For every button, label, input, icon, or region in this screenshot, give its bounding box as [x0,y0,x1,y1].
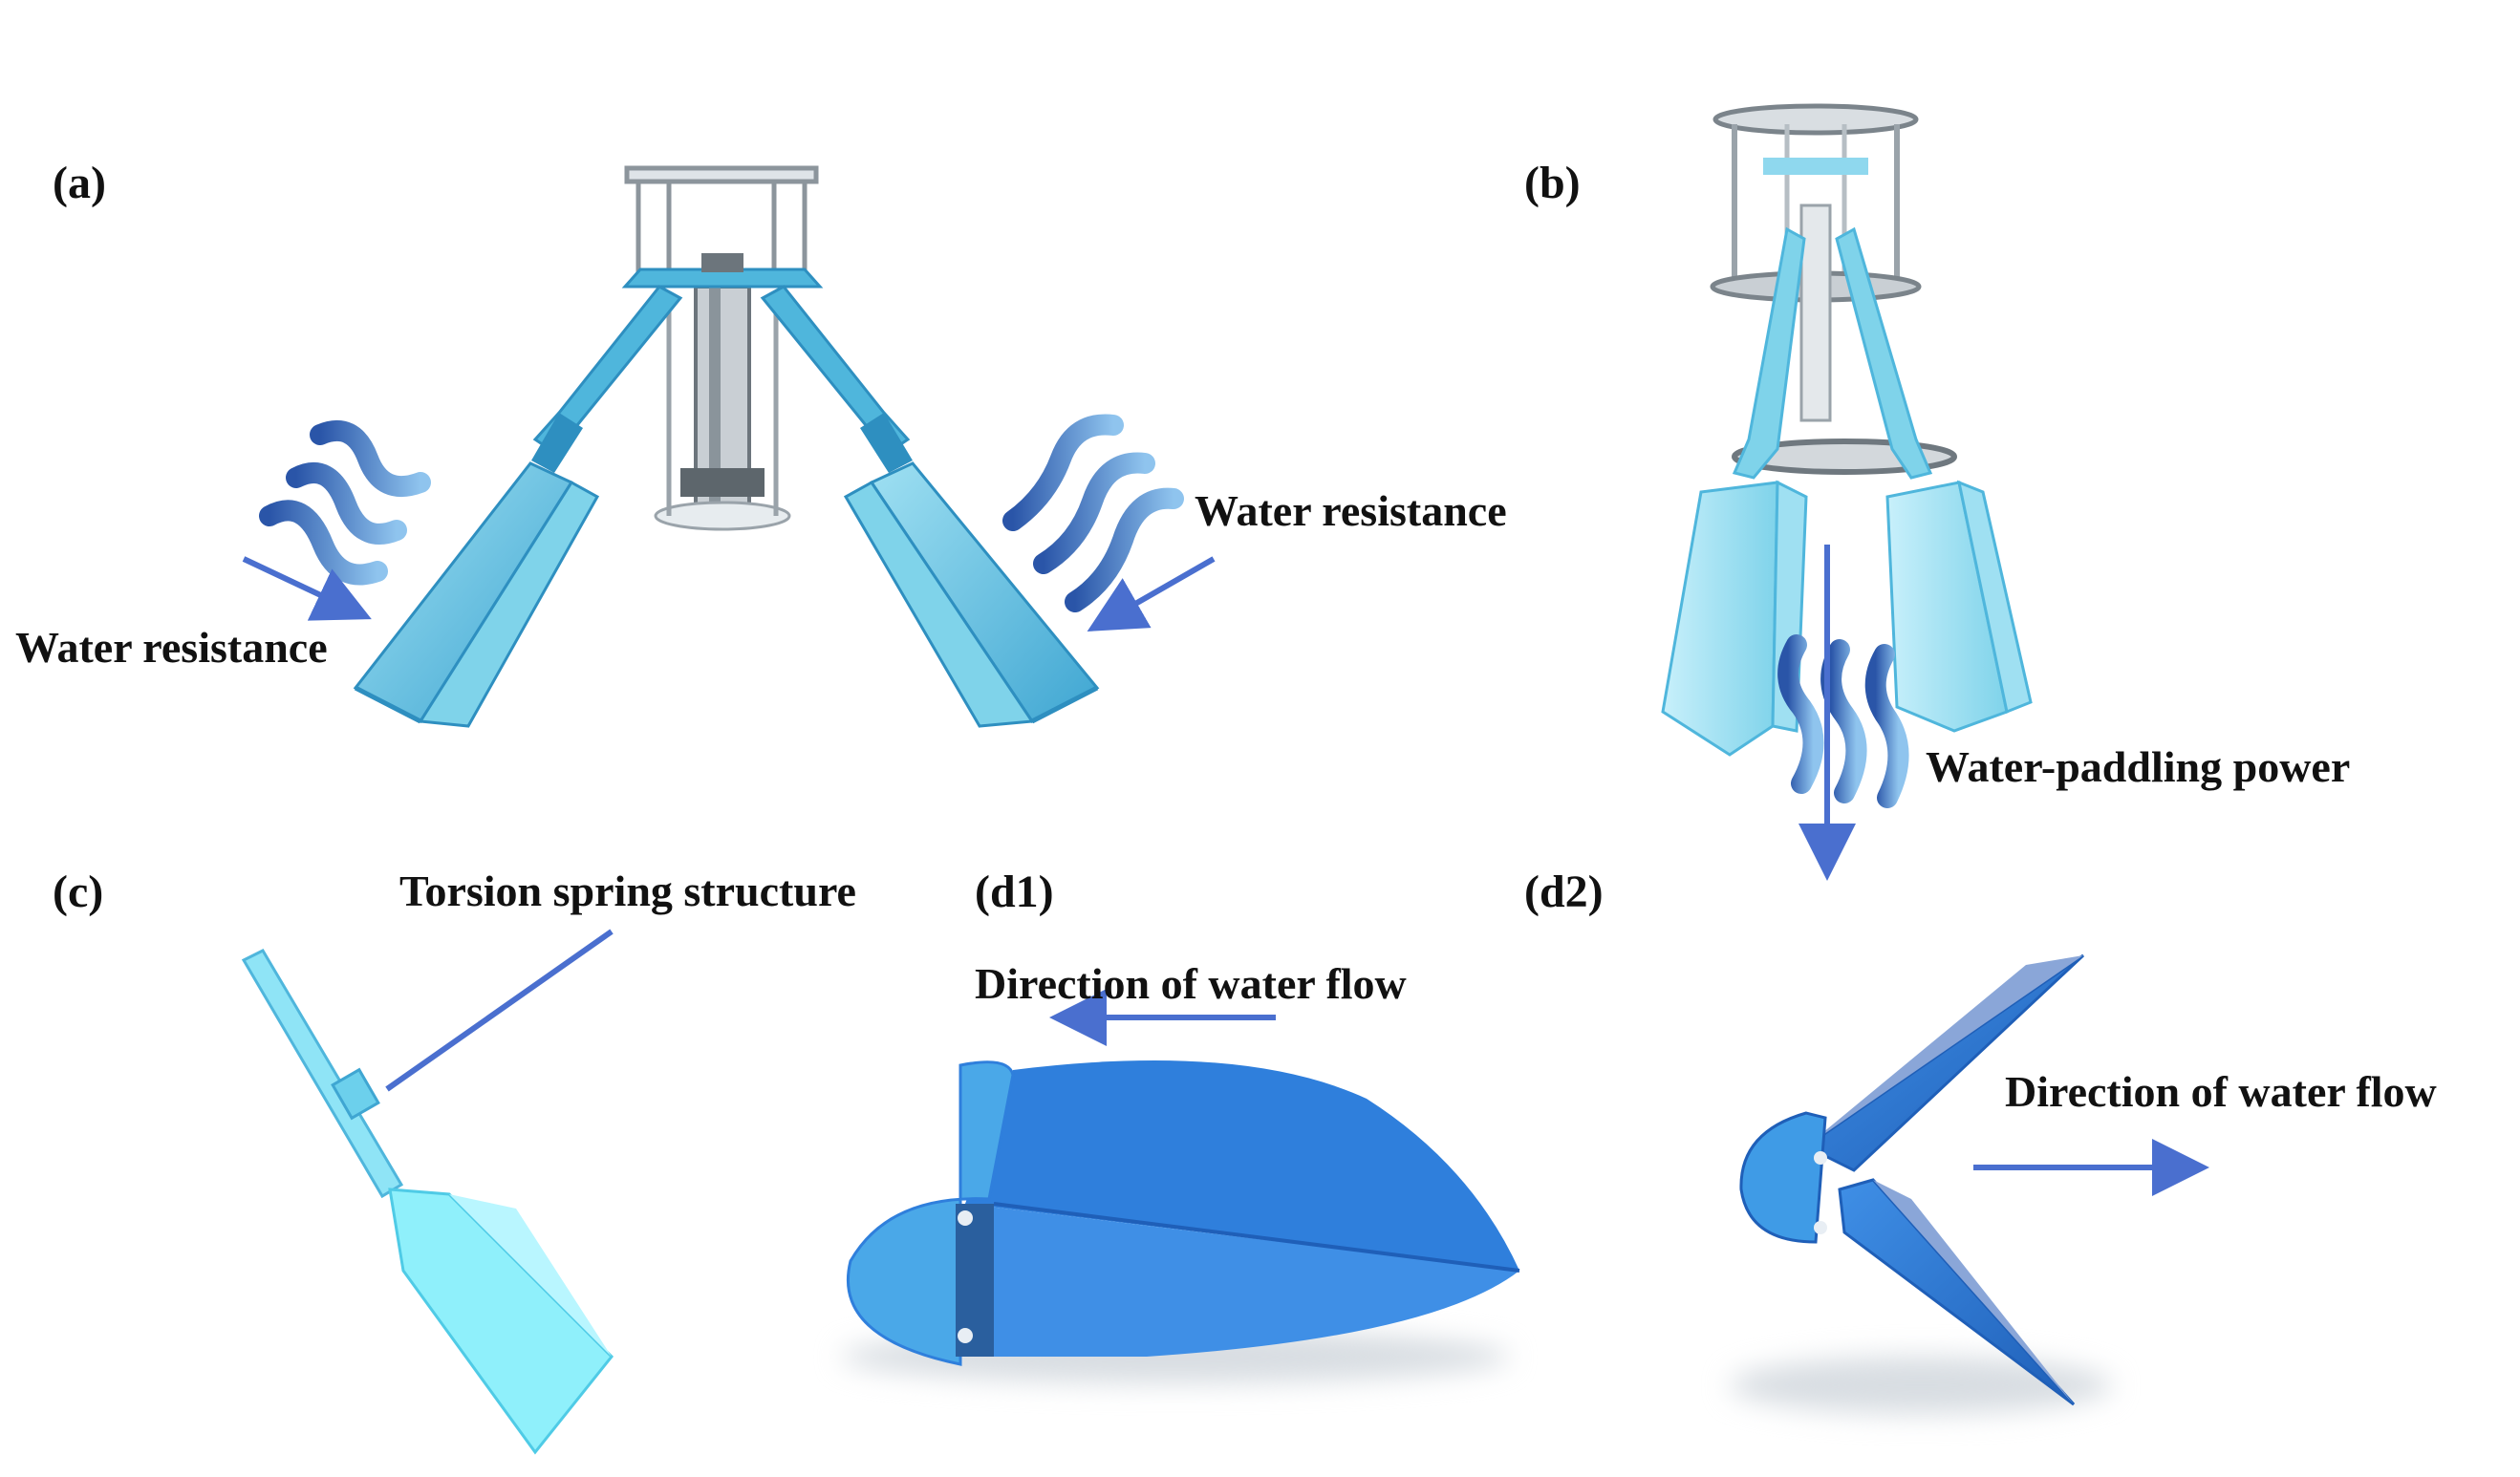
robot-frame [624,165,819,287]
wave-line [1864,644,1909,808]
central-actuator [654,285,791,531]
fin-hinge-d2 [1739,1111,1827,1244]
downward-water-waves [1777,634,1909,808]
fin-body-d1 [965,1060,1520,1357]
right-leg-arm [760,285,913,473]
torsion-spring-label: Torsion spring structure [399,867,856,915]
fin-hinge-d1 [846,1060,1015,1366]
wave-line [1820,639,1867,803]
wave-line [1002,414,1124,531]
water-resistance-arrow-right [1087,556,1216,631]
wave-line [286,462,407,545]
fin-shadow [1730,1357,2112,1414]
water-resistance-label-left: Water resistance [15,623,328,672]
wave-line [1033,452,1155,574]
panel-label-a: (a) [53,158,106,208]
panel-d2-fin-illustration [1730,953,2209,1414]
water-resistance-arrow-left [242,556,372,621]
right-paddle [843,461,1100,728]
right-leg-b [1835,226,2033,733]
water-flow-label-d2: Direction of water flow [2005,1067,2437,1116]
right-water-waves [1002,414,1184,612]
torsion-spring-pointer-line [385,929,614,1092]
panel-c-paddle-illustration [241,929,614,1455]
wave-line [310,420,431,497]
wave-line [1777,634,1824,794]
paddle-blade-c [388,1188,614,1455]
top-plate [621,253,824,289]
robot-frame-b [1710,103,1957,475]
water-resistance-label-right: Water resistance [1195,486,1507,535]
left-leg-arm [531,285,683,473]
left-water-waves [259,420,431,586]
left-paddle [353,461,600,728]
panel-a-robot-illustration [242,165,1216,728]
panel-label-d2: (d2) [1524,867,1604,917]
lower-fin-d2 [1838,1178,2076,1406]
panel-b-robot-illustration [1661,103,2033,881]
water-flow-label-d1: Direction of water flow [975,959,1407,1008]
water-paddling-power-label: Water-paddling power [1926,742,2351,791]
panel-label-c: (c) [53,867,104,917]
upper-fin-d2 [1803,953,2085,1172]
panel-label-b: (b) [1524,158,1581,208]
panel-label-d1: (d1) [975,867,1054,917]
panel-d1-fin-illustration [841,989,1520,1383]
paddle-arm-c [241,949,404,1199]
